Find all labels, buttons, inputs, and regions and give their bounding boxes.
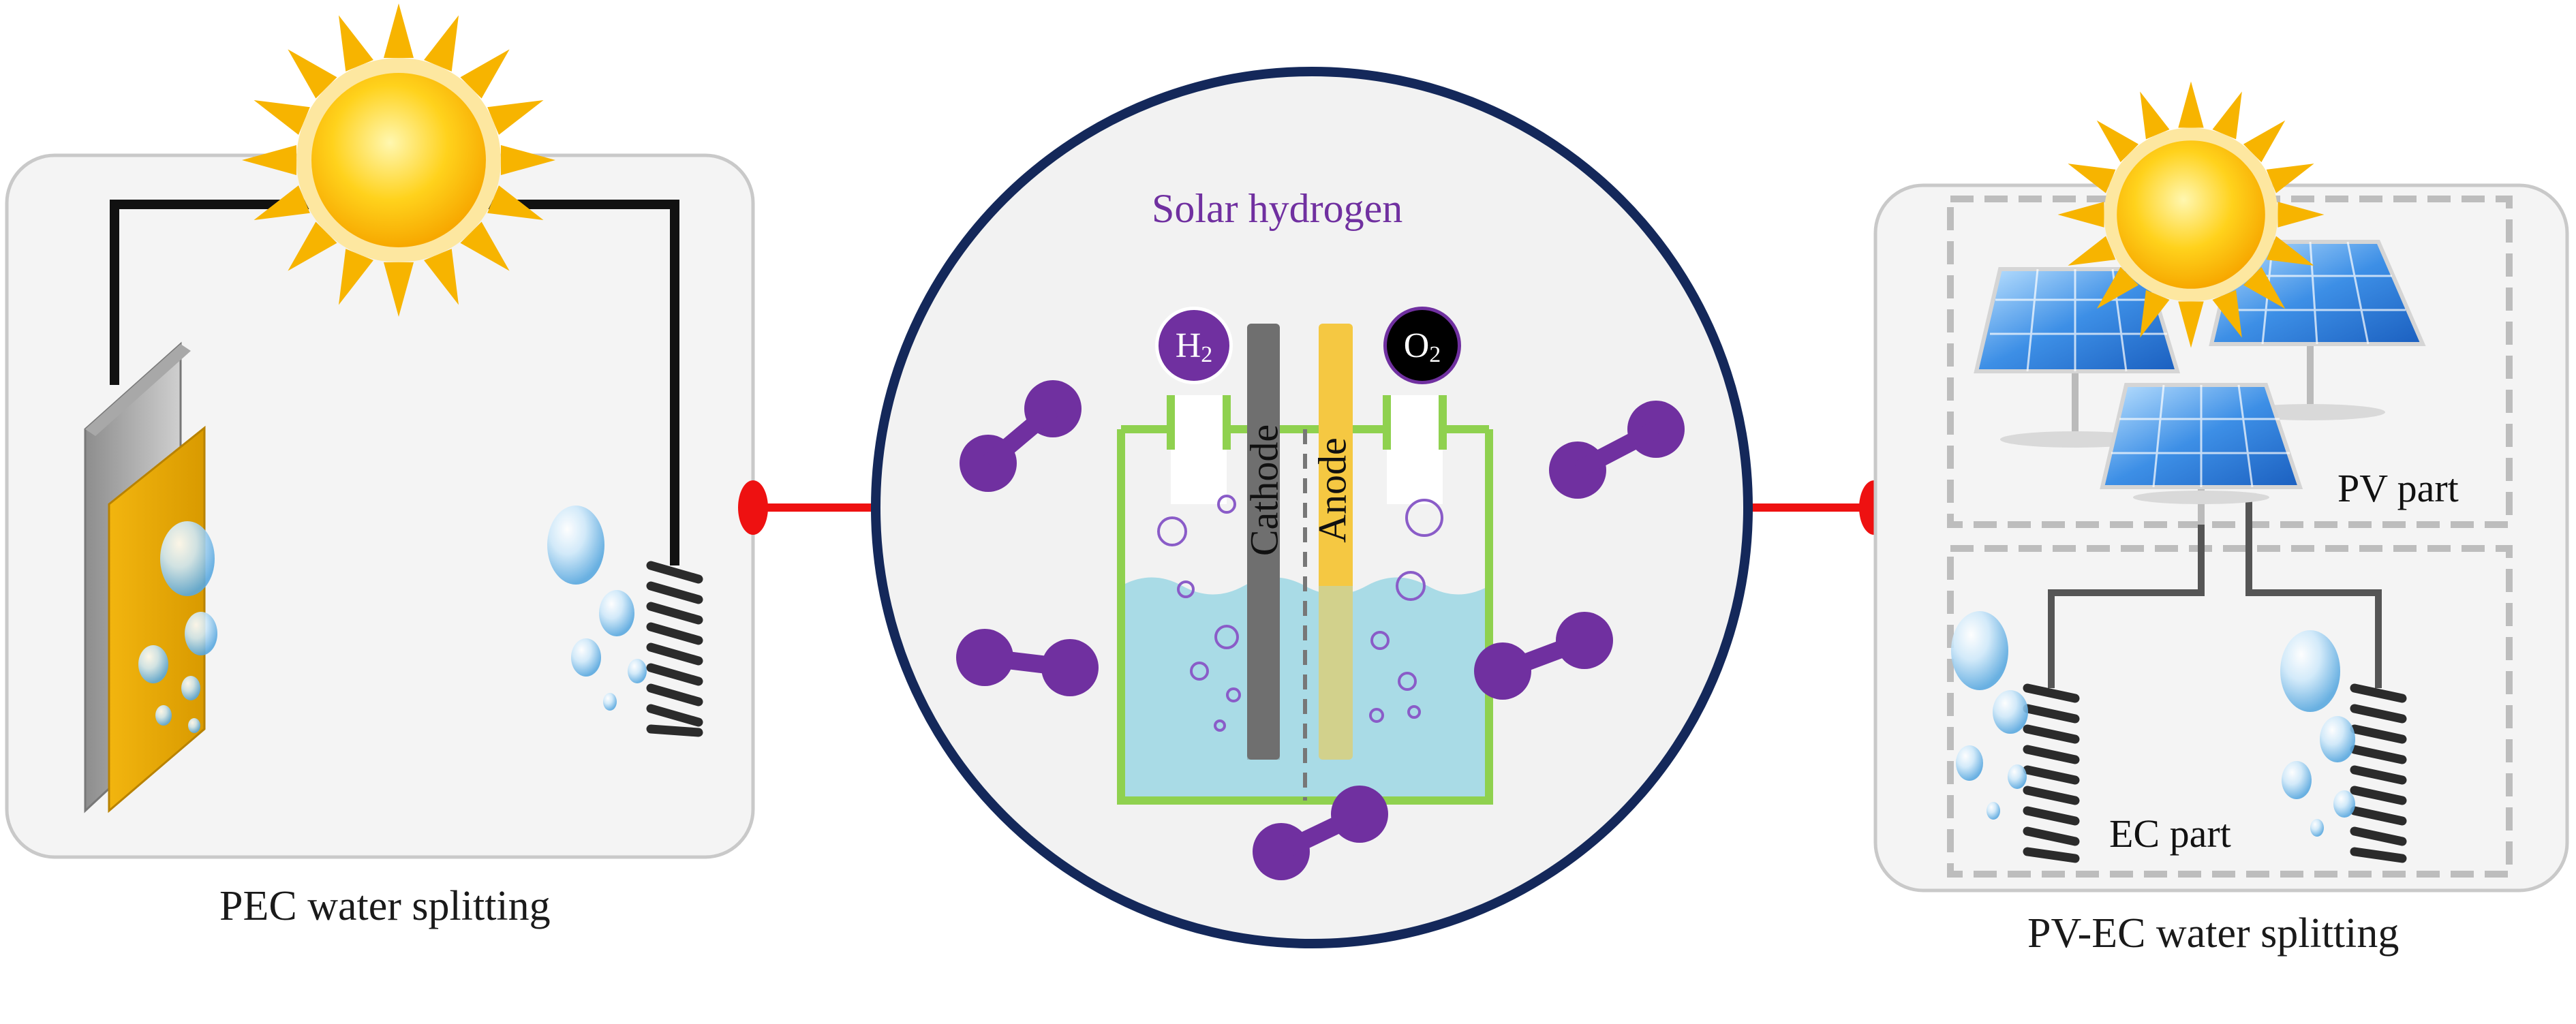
pec-bubbles-right [547,506,647,711]
pec-sun-icon [242,3,555,317]
anode-label: Anode [1310,437,1355,543]
pec-bubbles-left [138,521,217,733]
solar-panel-icon-2 [2209,240,2426,420]
solar-panel-icon-1 [1974,267,2181,448]
connector-right [1741,480,1889,535]
connector-left [738,480,879,535]
molecule-icon-4 [1474,612,1613,700]
ec-part-box [1947,545,2513,878]
solar-panel-icon-3 [2100,383,2303,525]
h2-collection-tube [1171,395,1227,504]
o2-subscript: 2 [1429,342,1441,367]
ec-bubbles [1951,611,2355,837]
molecule-icon-5 [1253,786,1388,880]
cell-bubbles [1157,495,1443,732]
cathode-electrode [1247,324,1280,760]
cathode-label: Cathode [1242,424,1287,557]
solar-hydrogen-circle [871,67,1753,948]
anode-electrode [1319,324,1353,760]
h2-subscript: 2 [1201,342,1213,367]
pec-panel [5,3,755,859]
pv-sun-icon [2057,81,2325,348]
pv-ec-caption: PV-EC water splitting [2027,910,2399,957]
ec-part-label: EC part [2109,811,2231,856]
ec-coil-icon-right [2350,683,2407,863]
pec-caption: PEC water splitting [219,883,551,929]
solar-hydrogen-title: Solar hydrogen [1152,186,1403,231]
molecule-icon-2 [956,629,1099,696]
molecule-icon-3 [1549,401,1685,499]
pv-part-label: PV part [2337,466,2459,510]
molecule-icon-1 [960,380,1082,492]
h2-symbol: H [1175,326,1201,365]
o2-collection-tube [1387,395,1443,504]
pec-coil-icon [646,561,703,737]
ec-coil-icon-left [2023,683,2080,863]
o2-symbol: O [1403,326,1430,365]
pv-ec-panel [1873,81,2569,893]
